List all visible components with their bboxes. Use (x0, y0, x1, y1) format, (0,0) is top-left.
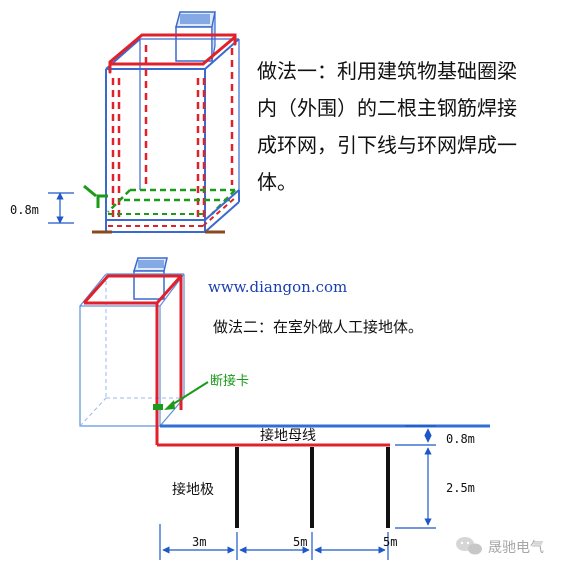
method1-line-4: 体。 (257, 170, 297, 194)
height-label-upper: 0.8m (10, 203, 39, 217)
steel-top-ring (108, 33, 237, 74)
watermark-text: 晟驰电气 (488, 540, 544, 556)
frame-lower-hidden (79, 274, 184, 427)
base-ring-red (108, 197, 236, 227)
base-slab (106, 189, 240, 233)
method1-line-2: 内（外围）的二根主钢筋焊接 (257, 96, 517, 120)
disconnect-card-label: 断接卡 (210, 373, 249, 389)
watermark: 晟驰电气 (456, 537, 544, 556)
height-dimension-upper: 0.8m (10, 192, 74, 224)
disconnect-card: 断接卡 (153, 373, 249, 410)
test-joint-upper (83, 184, 108, 208)
ground-electrodes (235, 447, 390, 528)
frame-front (105, 38, 240, 232)
method2-text: 做法二：在室外做人工接地体。 (213, 318, 423, 336)
website-label: www.diangon.com (208, 278, 347, 296)
depth-dimensions (395, 425, 436, 529)
building-lower (79, 257, 185, 445)
foundation-ring-green (107, 188, 236, 215)
roof-box-upper (175, 11, 216, 62)
disconnect-card-mark (153, 404, 163, 410)
spacing-label-3: 5m (383, 535, 397, 549)
electrode-length-label: 2.5m (446, 481, 475, 495)
ground-bus: 接地母线 (157, 427, 390, 447)
ground-bus-label: 接地母线 (260, 427, 316, 444)
depth-bus-label: 0.8m (446, 432, 475, 446)
wechat-icon (456, 537, 482, 555)
method1-line-3: 成环网，引下线与环网焊成一 (257, 133, 517, 157)
building-upper (83, 11, 240, 234)
roof-box-lower (132, 257, 168, 300)
steel-lower (82, 274, 183, 445)
method1-text: 做法一：利用建筑物基础圈梁 内（外围）的二根主钢筋焊接 成环网，引下线与环网焊成… (257, 59, 517, 194)
spacing-label-1: 3m (192, 535, 206, 549)
electrode-label: 接地极 (172, 481, 214, 498)
spacing-label-2: 5m (293, 535, 307, 549)
method1-line-1: 做法一：利用建筑物基础圈梁 (257, 59, 517, 83)
downconductors-dashed (111, 45, 234, 222)
spacing-dimensions (159, 524, 389, 560)
frame-lower (79, 273, 185, 427)
